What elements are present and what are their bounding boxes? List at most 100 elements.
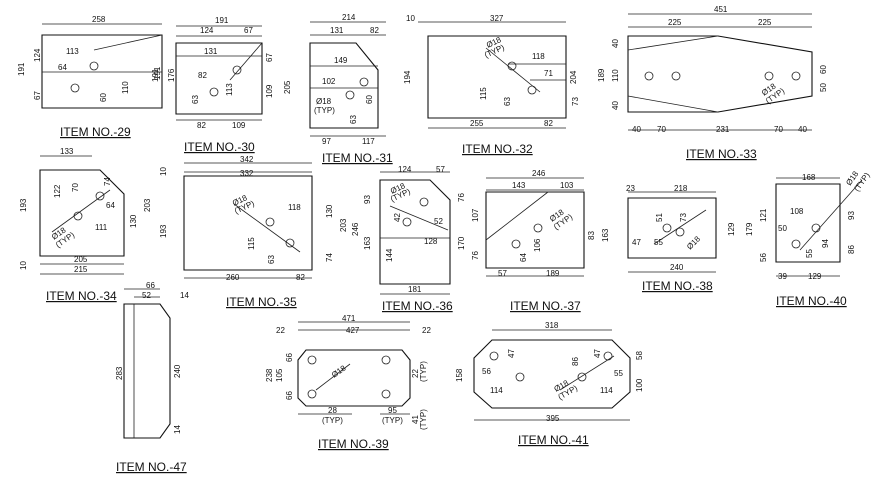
- dim-label: 60: [819, 65, 828, 74]
- item-41: 318 47 56 86 47 55 158 58 100 Ø18 (TYP) …: [455, 321, 644, 447]
- chamfer-line: [93, 34, 163, 51]
- item-35: 342 332 10 Ø18 (TYP) 118 130 193 203 74 …: [159, 155, 348, 309]
- dim-label: 56: [482, 367, 491, 376]
- bolt-hole: [285, 238, 295, 248]
- dim-label: 22: [276, 326, 285, 335]
- bolt-hole: [603, 351, 613, 361]
- dim-label: 82: [544, 119, 553, 128]
- dim-label: 51: [655, 213, 664, 222]
- dim-label: 67: [244, 26, 253, 35]
- dim-label: 205: [283, 80, 292, 94]
- dim-label: 82: [370, 26, 379, 35]
- item-36: 124 57 Ø18 (TYP) 93 246 163 76 42 52 144…: [351, 165, 466, 313]
- dim-label: 149: [334, 56, 348, 65]
- dim-label: 133: [60, 147, 74, 156]
- dim-label: 129: [727, 222, 736, 236]
- dim-label: 163: [363, 236, 372, 250]
- dim-label: 86: [571, 357, 580, 366]
- item-label: ITEM NO.-41: [518, 433, 589, 447]
- item-38: 23 218 51 73 129 47 55 Ø18 240 ITEM NO.-…: [626, 184, 736, 293]
- dim-label: 124: [398, 165, 412, 174]
- dim-label: 106: [533, 238, 542, 252]
- dim-label: Ø18: [685, 234, 702, 251]
- dim-label: 240: [173, 364, 182, 378]
- leader-line: [233, 203, 301, 253]
- dim-label: 117: [362, 137, 375, 146]
- dim-label: 57: [436, 165, 445, 174]
- dim-label: 66: [285, 391, 294, 400]
- dim-label: 451: [714, 5, 728, 14]
- dim-label: Ø18: [330, 363, 348, 379]
- item-40: 168 Ø18 (TYP) 108 121 179 93 50 56 86 55…: [745, 169, 872, 308]
- plate-outline: [39, 169, 125, 257]
- dim-label: 255: [470, 119, 484, 128]
- dim-label: 214: [342, 13, 356, 22]
- dim-label: 193: [159, 224, 168, 238]
- bolt-hole: [577, 372, 587, 382]
- dim-label: 118: [532, 52, 545, 61]
- dim-label: 67: [33, 91, 42, 100]
- dim-label: 258: [92, 15, 106, 24]
- dim-label: 70: [657, 125, 666, 134]
- item-30: 191 124 67 131 176 82 67 109 63 113 191 …: [151, 16, 274, 154]
- plate-outline: [175, 42, 263, 115]
- dim-label: 128: [424, 237, 438, 246]
- dim-label: 191: [153, 66, 162, 80]
- dim-label: 107: [471, 208, 480, 222]
- dim-label: (TYP): [382, 416, 403, 425]
- dim-label: 50: [778, 224, 787, 233]
- taper-line: [627, 35, 719, 51]
- dim-label: 225: [758, 18, 772, 27]
- dim-label: 189: [597, 68, 606, 82]
- dim-label: 64: [58, 63, 67, 72]
- item-34: 133 122 70 74 64 193 203 130 111 Ø18 (TY…: [19, 147, 152, 303]
- bolt-hole: [95, 191, 105, 201]
- dim-label: 105: [275, 368, 284, 382]
- dim-label: 191: [17, 62, 26, 76]
- dim-label: 129: [808, 272, 822, 281]
- chamfer-line: [485, 191, 549, 241]
- dim-label: 102: [322, 77, 336, 86]
- dim-label: 63: [349, 115, 358, 124]
- dim-label: 113: [225, 83, 234, 96]
- bolt-hole: [381, 355, 391, 365]
- dim-label: 111: [95, 223, 108, 232]
- dim-label: 55: [654, 238, 663, 247]
- bolt-hole: [675, 227, 685, 237]
- dim-label: 76: [457, 193, 466, 202]
- bolt-hole: [507, 61, 517, 71]
- bolt-hole: [307, 389, 317, 399]
- item-label: ITEM NO.-29: [60, 125, 131, 139]
- bolt-hole: [73, 211, 83, 221]
- bolt-hole: [70, 83, 80, 93]
- dim-label: 103: [560, 181, 574, 190]
- dim-label: 130: [325, 204, 334, 218]
- dim-label: 121: [759, 208, 768, 222]
- dim-label: 170: [457, 236, 466, 250]
- bolt-hole: [232, 65, 242, 75]
- dim-label: (TYP): [419, 361, 428, 382]
- chamfer-line: [229, 42, 263, 81]
- dim-label: (TYP): [322, 416, 343, 425]
- dim-label: 191: [151, 68, 160, 82]
- dim-label: 83: [587, 231, 596, 240]
- dim-label: 395: [546, 414, 560, 423]
- dim-label: 144: [385, 248, 394, 262]
- dim-label: 97: [322, 137, 331, 146]
- bolt-hole: [644, 71, 654, 81]
- dim-label: 70: [774, 125, 783, 134]
- bolt-hole: [533, 223, 543, 233]
- dim-label: 66: [146, 281, 155, 290]
- bolt-hole: [89, 61, 99, 71]
- dim-label: 73: [571, 97, 580, 106]
- dim-label: 64: [106, 201, 115, 210]
- bolt-hole: [791, 239, 801, 249]
- item-label: ITEM NO.-39: [318, 437, 389, 451]
- dim-label: 113: [66, 47, 79, 56]
- dim-label: 14: [180, 291, 189, 300]
- dim-label: 40: [632, 125, 641, 134]
- dim-label: 194: [403, 70, 412, 84]
- dim-label: 168: [802, 173, 816, 182]
- plate-outline: [427, 35, 567, 119]
